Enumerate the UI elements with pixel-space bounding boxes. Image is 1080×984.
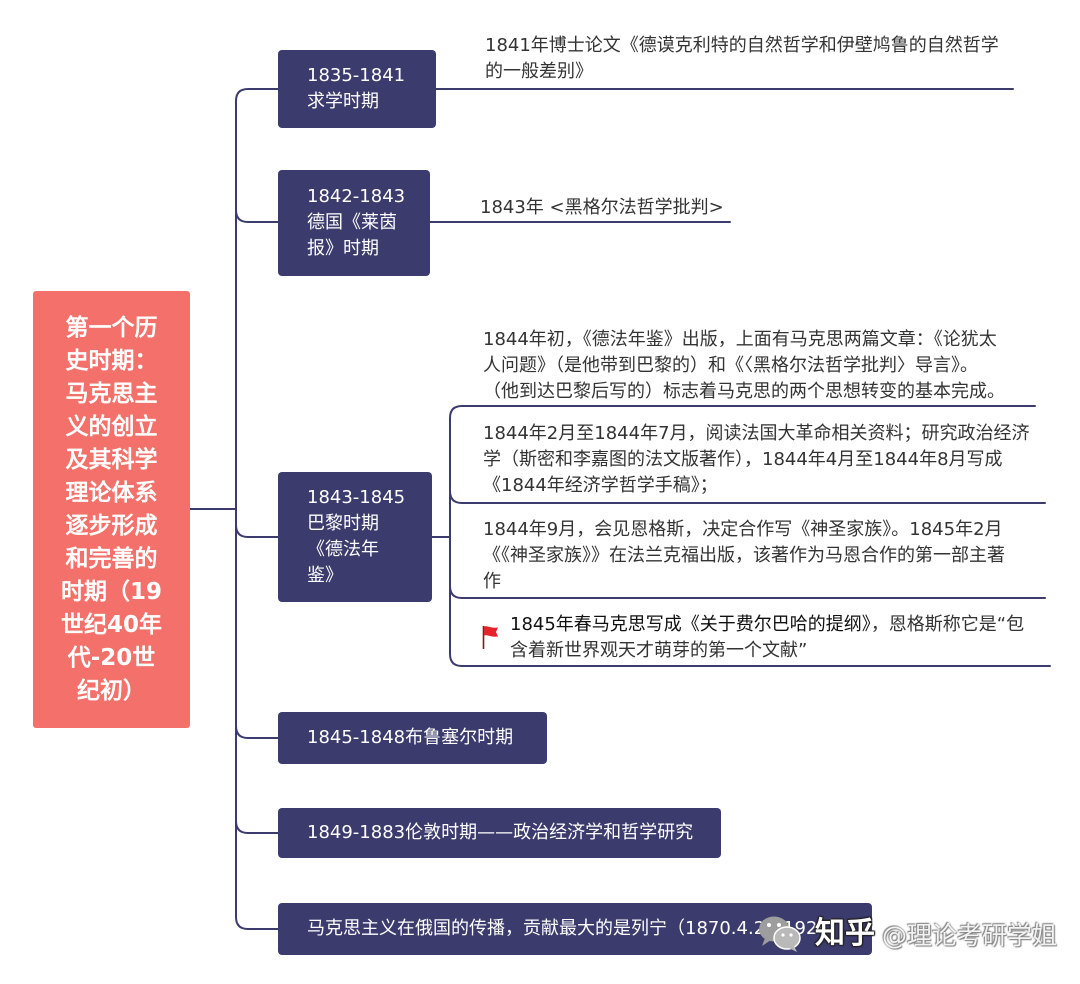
- period-label-line: 鉴》: [307, 565, 343, 586]
- note-text-line: 1844年9月，会见恩格斯，决定合作写《神圣家族》。1845年2月: [483, 519, 1003, 540]
- central-topic-line: 理论体系: [65, 479, 158, 506]
- note-text-line: 1843年 <黑格尔法哲学批判>: [480, 197, 724, 218]
- period-label-line: 报》时期: [307, 238, 379, 259]
- note-economic-manuscripts: 1844年2月至1844年7月，阅读法国大革命相关资料；研究政治经济 学（斯密和…: [483, 421, 1030, 499]
- period-node-london: 1849-1883伦敦时期——政治经济学和哲学研究: [278, 808, 721, 858]
- note-text-line: 1844年2月至1844年7月，阅读法国大革命相关资料；研究政治经济: [483, 423, 1030, 444]
- central-topic: 第一个历 史时期： 马克思主 义的创立 及其科学 理论体系 逐步形成 和完善的 …: [33, 291, 190, 728]
- period-label-line: 1843-1845: [307, 487, 406, 508]
- period-label-line: 巴黎时期: [307, 513, 379, 534]
- central-topic-line: 及其科学: [65, 446, 158, 473]
- period-node-rheinische-zeitung: 1842-1843 德国《莱茵 报》时期: [278, 170, 430, 276]
- period-node-paris: 1843-1845 巴黎时期 《德法年 鉴》: [278, 472, 432, 602]
- period-label-line: 1835-1841: [307, 65, 406, 86]
- note-text-line: 人问题》（是他带到巴黎的）和《〈黑格尔法哲学批判〉导言》。: [483, 355, 978, 376]
- note-theses-on-feuerbach: 1845年春马克思写成《关于费尔巴哈的提纲》，恩格斯称它是“包 含着新世界观天才…: [510, 612, 1024, 664]
- central-topic-line: 义的创立: [65, 413, 158, 440]
- period-node-study: 1835-1841 求学时期: [278, 50, 436, 128]
- note-text-line: 《1844年经济学哲学手稿》；: [483, 475, 718, 496]
- branch-link-period-4: [235, 725, 279, 739]
- central-topic-line: 代-20世: [67, 644, 156, 671]
- note-text-line: 1841年博士论文《德谟克利特的自然哲学和伊壁鸠鲁的自然哲学: [485, 35, 999, 56]
- branch-link-period-3: [235, 524, 279, 538]
- period-label-line: 求学时期: [307, 91, 379, 112]
- central-topic-line: 时期（19: [60, 578, 162, 605]
- period-label-line: 《德法年: [307, 539, 379, 560]
- note-text-line: 作: [483, 571, 501, 592]
- note-text-line: 1844年初，《德法年鉴》出版，上面有马克思两篇文章：《论犹太: [483, 329, 997, 350]
- trunk-line: [235, 88, 279, 930]
- note-lead-text: 1845年春马克思写成《关于费尔巴哈的提纲》: [510, 614, 871, 635]
- branch-link-period-5: [235, 820, 279, 834]
- note-underline-3c: [449, 585, 1046, 599]
- branch-link-period-2: [235, 209, 279, 223]
- wechat-icon: [759, 916, 801, 952]
- note-text-line: （他到达巴黎后写的）标志着马克思的两个思想转变的基本完成。: [483, 381, 1005, 402]
- note-text-line: 的一般差别》: [485, 61, 593, 82]
- central-topic-line: 纪初）: [77, 677, 146, 704]
- period-label-line: 1842-1843: [307, 186, 406, 207]
- central-topic-line: 世纪40年: [60, 611, 162, 638]
- watermark-account: @理论考研学姐: [882, 921, 1058, 950]
- note-text-line: 含着新世界观天才萌芽的第一个文献”: [510, 640, 808, 661]
- period-label-line: 马克思主义在俄国的传播，贡献最大的是列宁（1870.4.22-1924）: [307, 918, 847, 939]
- watermark-site: 知乎: [815, 916, 875, 951]
- period-node-russia: 马克思主义在俄国的传播，贡献最大的是列宁（1870.4.22-1924）: [278, 903, 872, 955]
- central-topic-line: 史时期：: [65, 347, 158, 374]
- central-topic-line: 马克思主: [65, 380, 158, 407]
- central-topic-line: 和完善的: [65, 545, 158, 572]
- note-text-line: 《《神圣家族》》在法兰克福出版，该著作为马恩合作的第一部主著: [483, 545, 1005, 566]
- central-topic-line: 逐步形成: [65, 512, 158, 539]
- note-hegel-critique: 1843年 <黑格尔法哲学批判>: [480, 195, 724, 221]
- central-topic-line: 第一个历: [65, 314, 158, 341]
- watermark: 知乎 @理论考研学姐: [758, 912, 1058, 958]
- note-underline-3b: [449, 490, 1046, 504]
- note-holy-family: 1844年9月，会见恩格斯，决定合作写《神圣家族》。1845年2月 《《神圣家族…: [483, 517, 1005, 595]
- note-text-line: 学（斯密和李嘉图的法文版著作），1844年4月至1844年8月写成: [483, 449, 1003, 470]
- note-deutsch-franzoesische-jahrbuecher: 1844年初，《德法年鉴》出版，上面有马克思两篇文章：《论犹太 人问题》（是他带…: [483, 327, 1005, 405]
- note-text-line: 1845年春马克思写成《关于费尔巴哈的提纲》，恩格斯称它是“包: [510, 612, 1024, 638]
- note-text-rest: ，恩格斯称它是“包: [870, 614, 1025, 635]
- note-doctoral-thesis: 1841年博士论文《德谟克利特的自然哲学和伊壁鸠鲁的自然哲学 的一般差别》: [485, 33, 999, 85]
- period-label-line: 1849-1883伦敦时期——政治经济学和哲学研究: [307, 822, 694, 843]
- period-3-notes-bracket: [449, 405, 1051, 667]
- red-flag-icon: [482, 626, 498, 649]
- period-label-line: 1845-1848布鲁塞尔时期: [307, 727, 514, 748]
- period-label-line: 德国《莱茵: [307, 212, 397, 233]
- period-node-brussels: 1845-1848布鲁塞尔时期: [278, 712, 547, 764]
